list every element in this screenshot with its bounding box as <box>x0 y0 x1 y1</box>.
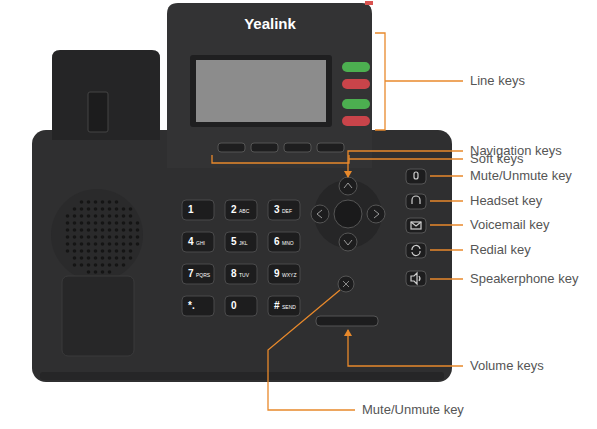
key-digit: 2 <box>231 205 237 215</box>
indicator <box>365 1 373 5</box>
leader-lines <box>212 33 463 410</box>
key-digit: 1 <box>188 205 194 215</box>
key-letters: MNO <box>282 241 294 246</box>
key-digit: 5 <box>231 237 237 247</box>
key-digit: 8 <box>231 269 237 279</box>
callout-label: Navigation keys <box>470 144 562 157</box>
key-letters: GHI <box>196 241 205 246</box>
callout-label: Mute/Unmute key <box>362 403 464 416</box>
volume-key <box>316 316 378 326</box>
callout-label: Headset key <box>470 194 542 207</box>
function-keys <box>406 169 426 286</box>
display-housing <box>167 3 372 168</box>
nav-up <box>339 177 357 195</box>
keypad <box>182 200 300 316</box>
callout-label: Line keys <box>470 74 525 87</box>
key-digit: # <box>274 301 280 311</box>
callout-label: Speakerphone key <box>470 272 578 285</box>
hookswitch <box>88 92 108 132</box>
mute-icon <box>343 281 349 287</box>
soft-key <box>317 143 344 152</box>
arrowhead <box>344 329 352 336</box>
callout-label: Redial key <box>470 243 531 256</box>
key-digit: 9 <box>274 269 280 279</box>
screen-frame <box>190 55 332 127</box>
key-letters: ABC <box>239 209 249 214</box>
line-key <box>342 62 370 72</box>
key-digit: 0 <box>231 301 237 311</box>
key-letters: JKL <box>239 241 248 246</box>
function-icons <box>411 172 421 284</box>
nav-left <box>311 205 329 223</box>
line-key <box>342 116 370 126</box>
key-letters: TUV <box>239 273 249 278</box>
callout-label: Mute/Unmute key <box>470 169 572 182</box>
nav-right <box>367 205 385 223</box>
nav-ok <box>334 200 362 228</box>
nav-arrows <box>317 183 379 245</box>
soft-key <box>284 143 311 152</box>
handset-rest <box>62 276 134 356</box>
key-digit: *. <box>188 301 195 311</box>
key-letters: PQRS <box>196 273 210 278</box>
callout-label: Volume keys <box>470 359 544 372</box>
soft-key <box>251 143 278 152</box>
brand-name: Yealink <box>244 16 296 31</box>
line-key <box>342 99 370 109</box>
mute-button <box>338 276 354 292</box>
speaker-grille <box>51 189 143 281</box>
callout-label: Voicemail key <box>470 218 549 231</box>
nav-down <box>339 233 357 251</box>
grille-holes <box>66 200 140 274</box>
body-base <box>40 372 444 380</box>
screen <box>196 60 326 122</box>
key-digit: 3 <box>274 205 280 215</box>
key-letters: DEF <box>282 209 292 214</box>
key-digit: 4 <box>188 237 194 247</box>
line-key <box>342 79 370 89</box>
key-digit: 6 <box>274 237 280 247</box>
key-letters: SEND <box>282 305 296 310</box>
handset <box>52 50 160 140</box>
arrowhead <box>344 171 352 178</box>
soft-key <box>218 143 245 152</box>
key-letters: WXYZ <box>282 273 296 278</box>
key-digit: 7 <box>188 269 194 279</box>
